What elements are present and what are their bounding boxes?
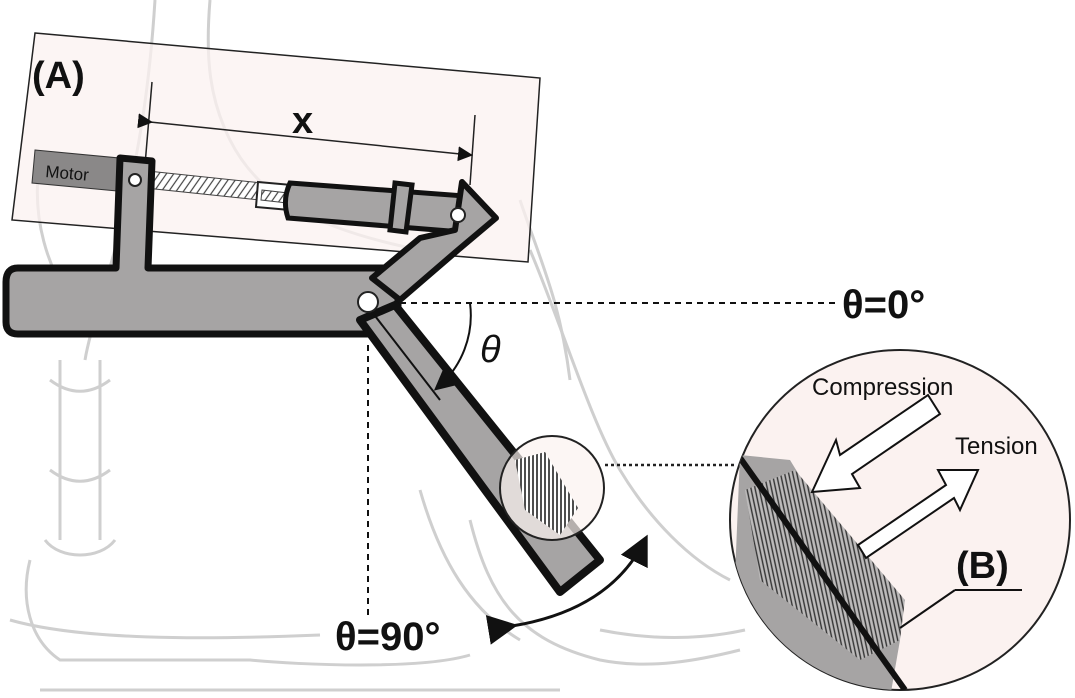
crank-lever — [369, 179, 499, 303]
swing-arrow — [485, 534, 648, 645]
motor-label: Motor — [45, 162, 90, 185]
knee-joint — [357, 291, 379, 313]
distance-dimension — [137, 81, 476, 186]
distance-label: x — [292, 100, 313, 142]
compression-label: Compression — [812, 374, 953, 401]
strain-gauge-spot — [499, 435, 605, 541]
theta-label: θ — [480, 329, 501, 371]
theta-ninety-label: θ=90° — [335, 615, 440, 659]
theta-arc — [433, 302, 472, 391]
panel-b-label: (B) — [956, 545, 1009, 587]
linear-actuator — [254, 180, 468, 235]
shank-axis-line — [371, 311, 441, 401]
label-b-leader — [899, 589, 956, 629]
tension-arrow — [856, 469, 980, 560]
compression-arrow — [810, 393, 942, 494]
tension-label: Tension — [955, 433, 1038, 460]
panel-a-label: (A) — [32, 55, 85, 97]
theta-zero-label: θ=0° — [842, 283, 925, 327]
